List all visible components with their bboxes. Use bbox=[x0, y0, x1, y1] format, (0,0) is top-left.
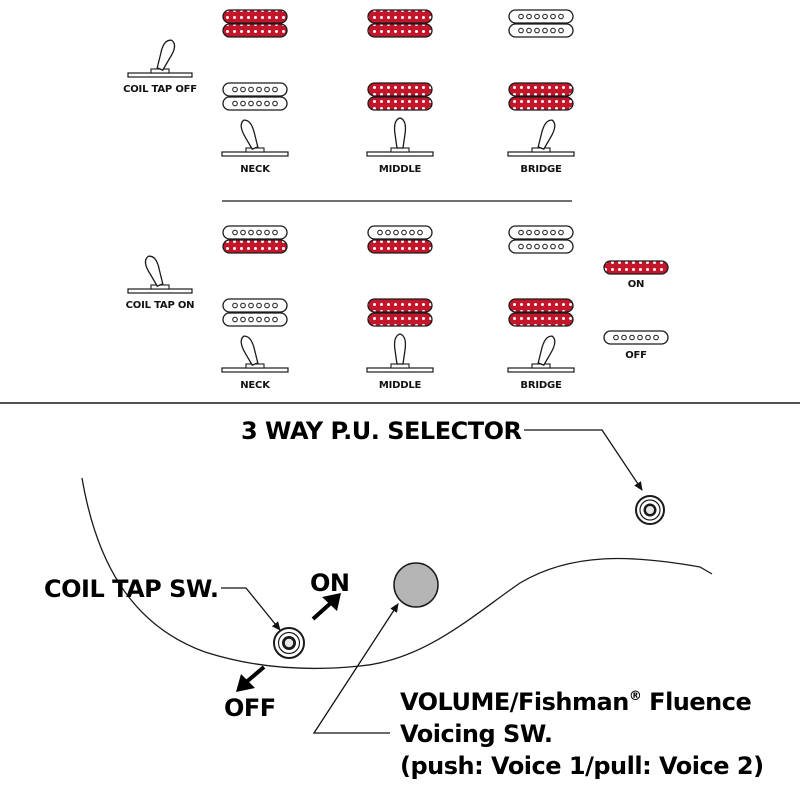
coil-tap-off-bridge-bridge-humbucker bbox=[508, 82, 574, 111]
coil-tap-off-middle-bridge-humbucker bbox=[367, 82, 433, 111]
volume-label-line1: VOLUME/Fishman® Fluence bbox=[400, 688, 751, 716]
coil-tap-on-position-neck: NECK bbox=[221, 225, 289, 391]
legend-off-label: OFF bbox=[625, 350, 647, 361]
coil-tap-on-neck-neck-humbucker-coil-a bbox=[222, 225, 288, 240]
legend-active-coil bbox=[603, 260, 669, 275]
coil-tap-off-bridge-neck-humbucker-coil-a bbox=[508, 9, 574, 24]
coil-tap-off-bridge-neck-humbucker-coil-b bbox=[508, 23, 574, 38]
volume-label-line3: (push: Voice 1/pull: Voice 2) bbox=[400, 752, 764, 780]
selector-leader-line bbox=[524, 429, 643, 491]
coil-tap-off-neck-toggle-icon bbox=[221, 119, 289, 157]
coil-tap-off-neck-bridge-humbucker bbox=[222, 82, 288, 111]
pickup-selector-label: 3 WAY P.U. SELECTOR bbox=[241, 417, 521, 445]
coil-tap-on-neck-neck-humbucker bbox=[222, 225, 288, 254]
coil-tap-on-neck-neck-humbucker-coil-b bbox=[222, 239, 288, 254]
legend: ON OFF bbox=[603, 260, 669, 361]
coil-tap-on-position-label: MIDDLE bbox=[379, 380, 422, 391]
coil-tap-off-middle-toggle-icon bbox=[366, 117, 434, 157]
coil-tap-off-middle-bridge-humbucker-coil-b bbox=[367, 96, 433, 111]
coil-tap-off-neck-neck-humbucker-coil-b bbox=[222, 23, 288, 38]
coil-tap-off-position-label: BRIDGE bbox=[520, 164, 562, 175]
coil-tap-on-neck-bridge-humbucker bbox=[222, 298, 288, 327]
coil-tap-off-position-label: NECK bbox=[240, 164, 271, 175]
coil-tap-off-label: COIL TAP OFF bbox=[123, 84, 197, 95]
coil-tap-on-middle-neck-humbucker-coil-b bbox=[367, 239, 433, 254]
on-direction-arrow-icon bbox=[311, 593, 341, 621]
coil-tap-on-position-label: BRIDGE bbox=[520, 380, 562, 391]
off-direction-arrow-icon bbox=[236, 665, 266, 692]
volume-leader-line bbox=[312, 603, 399, 734]
coil-tap-on-middle-neck-humbucker-coil-a bbox=[367, 225, 433, 240]
coil-tap-off-position-label: MIDDLE bbox=[379, 164, 422, 175]
coil-tap-on-middle-neck-humbucker bbox=[367, 225, 433, 254]
coil-tap-off-bridge-bridge-humbucker-coil-a bbox=[508, 82, 574, 97]
coil-tap-off-bridge-bridge-humbucker-coil-b bbox=[508, 96, 574, 111]
coil-tap-off-neck-neck-humbucker-coil-a bbox=[222, 9, 288, 24]
coil-tap-on-middle-toggle-icon bbox=[366, 333, 434, 373]
coil-tap-on-bridge-neck-humbucker bbox=[508, 225, 574, 254]
legend-on-label: ON bbox=[628, 279, 644, 290]
coil-tap-off-neck-bridge-humbucker-coil-b bbox=[222, 96, 288, 111]
coil-tap-off-position-neck: NECK bbox=[221, 9, 289, 175]
coil-tap-off-middle-neck-humbucker bbox=[367, 9, 433, 38]
coil-tap-switch-label: COIL TAP SW. bbox=[44, 575, 219, 603]
coil-tap-off-position-bridge: BRIDGE bbox=[507, 9, 575, 175]
coil-tap-switch[interactable] bbox=[273, 627, 305, 659]
guitar-body-outline bbox=[81, 477, 713, 670]
coil-tap-on-indicator: COIL TAP ON bbox=[126, 255, 195, 311]
coil-tap-on-middle-bridge-humbucker bbox=[367, 298, 433, 327]
legend-inactive-coil bbox=[603, 330, 669, 345]
legend-active-coil-icon bbox=[603, 260, 669, 275]
coil-tap-on-bridge-bridge-humbucker-coil-a bbox=[508, 298, 574, 313]
coil-tap-off-indicator: COIL TAP OFF bbox=[123, 39, 197, 95]
coil-tap-off-bridge-neck-humbucker bbox=[508, 9, 574, 38]
coil-tap-on-bridge-neck-humbucker-coil-b bbox=[508, 239, 574, 254]
coil-tap-off-middle-neck-humbucker-coil-b bbox=[367, 23, 433, 38]
off-direction-label: OFF bbox=[224, 694, 276, 722]
coil-tap-on-position-bridge: BRIDGE bbox=[507, 225, 575, 391]
coil-tap-on-middle-bridge-humbucker-coil-b bbox=[367, 312, 433, 327]
coil-tap-on-bridge-neck-humbucker-coil-a bbox=[508, 225, 574, 240]
coil-tap-off-bridge-toggle-icon bbox=[507, 119, 575, 157]
pickup-configuration-grid: NECK MIDDLE BRIDGE NECK MIDDLE BRIDGE bbox=[221, 9, 575, 391]
on-direction-label: ON bbox=[310, 569, 350, 597]
coil-tap-on-bridge-toggle-icon bbox=[507, 335, 575, 373]
coil-tap-off-position-middle: MIDDLE bbox=[366, 9, 434, 175]
coil-tap-off-neck-neck-humbucker bbox=[222, 9, 288, 38]
pickup-selector-switch[interactable] bbox=[635, 495, 665, 525]
volume-label-line2: Voicing SW. bbox=[400, 720, 552, 748]
coil-tap-off-middle-neck-humbucker-coil-a bbox=[367, 9, 433, 24]
coil-tap-off-neck-bridge-humbucker-coil-a bbox=[222, 82, 288, 97]
coil-tap-on-middle-bridge-humbucker-coil-a bbox=[367, 298, 433, 313]
coil-tap-on-label: COIL TAP ON bbox=[126, 300, 195, 311]
coil-tap-on-position-middle: MIDDLE bbox=[366, 225, 434, 391]
coil-tap-off-middle-bridge-humbucker-coil-a bbox=[367, 82, 433, 97]
coil-tap-on-bridge-bridge-humbucker-coil-b bbox=[508, 312, 574, 327]
coil-tap-on-neck-toggle-icon bbox=[221, 335, 289, 373]
coil-tap-on-neck-bridge-humbucker-coil-a bbox=[222, 298, 288, 313]
volume-knob[interactable] bbox=[393, 562, 439, 608]
coil-tap-on-position-label: NECK bbox=[240, 380, 271, 391]
legend-inactive-coil-icon bbox=[603, 330, 669, 345]
coil-tap-leader-line bbox=[221, 587, 281, 631]
coil-tap-on-toggle-icon bbox=[127, 255, 193, 294]
coil-tap-on-neck-bridge-humbucker-coil-b bbox=[222, 312, 288, 327]
coil-tap-on-bridge-bridge-humbucker bbox=[508, 298, 574, 327]
coil-tap-off-toggle-icon bbox=[127, 39, 193, 78]
